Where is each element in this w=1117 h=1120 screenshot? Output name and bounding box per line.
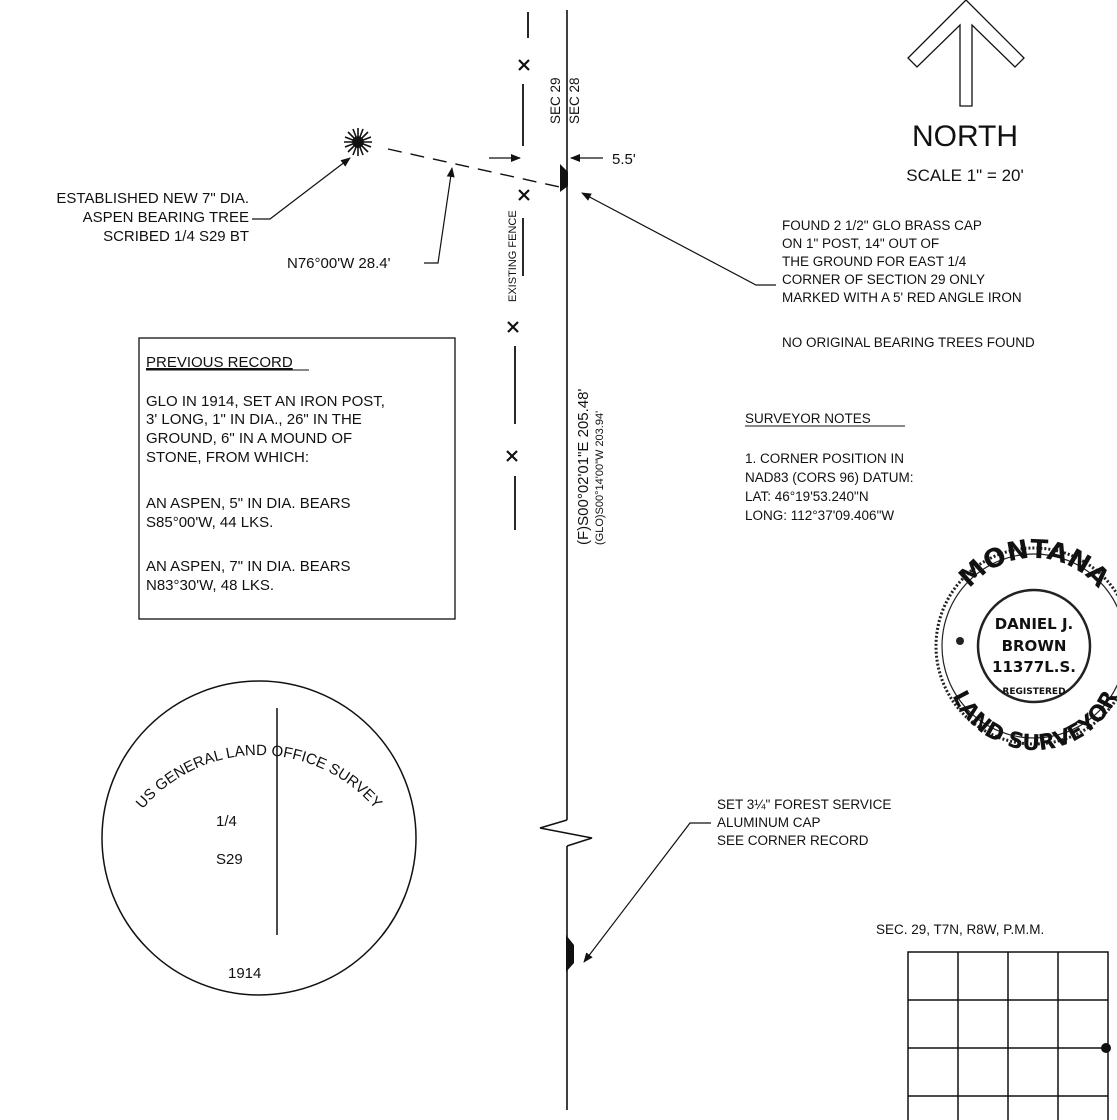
offset-label: 5.5'	[612, 151, 636, 168]
found-note-line: MARKED WITH A 5' RED ANGLE IRON	[782, 290, 1022, 305]
glo-cap-diagram: US GENERAL LAND OFFICE SURVEY 1/4 S29 19…	[101, 680, 417, 996]
record-line: GLO IN 1914, SET AN IRON POST,	[146, 393, 385, 410]
record-line: 3' LONG, 1" IN DIA., 26" IN THE	[146, 411, 362, 428]
section-line	[539, 10, 593, 1110]
bearing-tree-note-line: ESTABLISHED NEW 7" DIA.	[56, 190, 249, 207]
set-note-line: SET 3¼" FOREST SERVICE	[717, 797, 891, 812]
bearing-tree-note: ESTABLISHED NEW 7" DIA. ASPEN BEARING TR…	[56, 190, 249, 245]
seal-surname: BROWN	[1002, 637, 1067, 655]
fence-line	[514, 12, 529, 530]
seal-registered: REGISTERED	[1002, 687, 1065, 697]
cap-section: S29	[216, 851, 243, 868]
cap-year: 1914	[228, 965, 261, 982]
bearing-distance-label: N76°00'W 28.4'	[287, 255, 391, 272]
record-line: GROUND, 6" IN A MOUND OF	[146, 430, 352, 447]
previous-record-text: GLO IN 1914, SET AN IRON POST, 3' LONG, …	[146, 393, 385, 594]
bearing-tree-leader	[252, 157, 351, 220]
found-note-line: ON 1" POST, 14" OUT OF	[782, 236, 939, 251]
previous-record-box	[138, 337, 456, 620]
cap-fraction: 1/4	[216, 813, 237, 830]
found-note-line: THE GROUND FOR EAST 1/4	[782, 254, 967, 269]
line-bearing-field: (F)S00°02'01"E 205.48'	[575, 389, 592, 545]
set-note-leader	[583, 822, 711, 963]
surveyor-note-line: LONG: 112°37'09.406"W	[745, 508, 894, 523]
fence-x-marks	[506, 59, 530, 462]
found-note-line: FOUND 2 1/2" GLO BRASS CAP	[782, 218, 982, 233]
found-corner-note: FOUND 2 1/2" GLO BRASS CAP ON 1" POST, 1…	[782, 218, 1022, 305]
seal-state-text: MONTANA	[953, 535, 1114, 594]
previous-record-title: PREVIOUS RECORD	[146, 354, 293, 371]
corner-location-dot	[1101, 1043, 1111, 1053]
bearing-tree-note-line: SCRIBED 1/4 S29 BT	[103, 228, 249, 245]
record-line: AN ASPEN, 5" IN DIA. BEARS	[146, 495, 351, 512]
surveyor-note-line: NAD83 (CORS 96) DATUM:	[745, 470, 914, 485]
found-note-line: CORNER OF SECTION 29 ONLY	[782, 272, 985, 287]
line-bearing-glo: (GLO)S00°14'00"W 203.94'	[594, 411, 606, 545]
seal-license: 11377L.S.	[992, 658, 1076, 676]
found-note-leader	[581, 192, 776, 286]
location-label: SEC. 29, T7N, R8W, P.M.M.	[876, 922, 1044, 937]
record-line: S85°00'W, 44 LKS.	[146, 514, 273, 531]
section-28-label: SEC 28	[567, 77, 582, 124]
record-line: N83°30'W, 48 LKS.	[146, 577, 274, 594]
no-trees-note: NO ORIGINAL BEARING TREES FOUND	[782, 335, 1035, 350]
found-monument-marker	[560, 164, 568, 192]
set-note-line: ALUMINUM CAP	[717, 815, 821, 830]
scale-label: SCALE 1" = 20'	[906, 166, 1024, 185]
seal-name: DANIEL J.	[995, 615, 1074, 633]
surveyor-note-line: LAT: 46°19'53.240"N	[745, 489, 869, 504]
tie-line	[387, 148, 565, 189]
section-grid	[907, 951, 1109, 1120]
existing-fence-label: EXISTING FENCE	[507, 210, 519, 302]
north-label: NORTH	[912, 120, 1018, 153]
set-note-line: SEE CORNER RECORD	[717, 833, 869, 848]
bearing-tree-note-line: ASPEN BEARING TREE	[83, 209, 249, 226]
seal-bottom-text: LAND SURVEYOR	[947, 687, 1117, 757]
surveyor-notes-title: SURVEYOR NOTES	[745, 411, 871, 426]
record-line: AN ASPEN, 7" IN DIA. BEARS	[146, 558, 351, 575]
bearing-tree-symbol	[344, 128, 372, 156]
surveyor-note-line: 1. CORNER POSITION IN	[745, 451, 904, 466]
surveyor-notes: 1. CORNER POSITION IN NAD83 (CORS 96) DA…	[745, 451, 914, 523]
north-arrow-icon	[907, 0, 1025, 107]
record-line: STONE, FROM WHICH:	[146, 449, 309, 466]
surveyor-seal-stamp: MONTANA LAND SURVEYOR DANIEL J. BROWN 11…	[934, 535, 1117, 757]
section-29-label: SEC 29	[548, 77, 563, 124]
set-cap-note: SET 3¼" FOREST SERVICE ALUMINUM CAP SEE …	[717, 797, 891, 848]
bearing-label-leader	[424, 167, 455, 264]
cap-arc-text: US GENERAL LAND OFFICE SURVEY	[133, 742, 386, 812]
set-monument-marker	[566, 935, 574, 972]
